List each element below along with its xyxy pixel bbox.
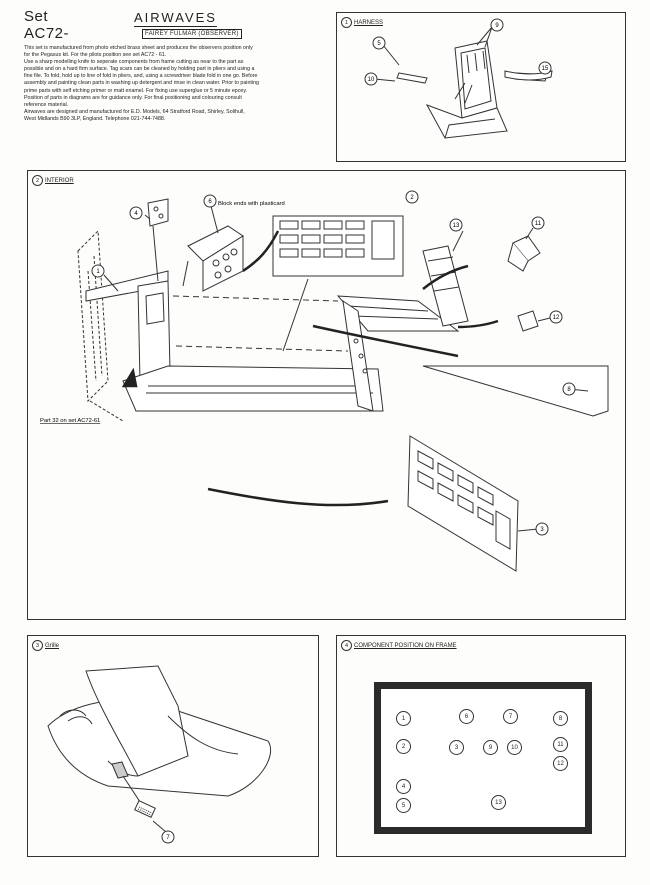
interior-panel: 2 INTERIOR — [27, 170, 626, 620]
frame-part-10: 10 — [507, 740, 522, 755]
intro-line: reference material. — [24, 101, 69, 108]
interior-note: Block ends with plasticard — [218, 201, 285, 207]
set-code: AC72- — [24, 25, 70, 42]
grille-callouts: 7 — [161, 830, 175, 844]
callout-label: 7 — [166, 835, 170, 841]
instructions-text: This set is manufactured from photo etch… — [24, 45, 324, 123]
set-text: Set — [24, 8, 49, 25]
callout-label: 4 — [134, 211, 138, 217]
frame-part-4: 4 — [396, 779, 411, 794]
callout-label: 2 — [410, 195, 414, 201]
harness-callouts: 9 5 10 15 — [364, 18, 552, 86]
frame-part-3: 3 — [449, 740, 464, 755]
interior-panel-title: 2 INTERIOR — [32, 175, 74, 186]
intro-line: Use a sharp modelling knife to seperate … — [24, 59, 244, 66]
panel-label: COMPONENT POSITION ON FRAME — [354, 642, 457, 649]
grille-panel-title: 3 Grille — [32, 640, 59, 651]
interior-callouts: 4 6 2 13 11 1 12 8 3 — [91, 190, 576, 536]
callout-label: 3 — [540, 527, 544, 533]
brand-title: AIRWAVES — [134, 10, 217, 27]
grille-diagram: 7 — [47, 665, 272, 844]
grille-panel: 3 Grille 7 — [27, 635, 319, 857]
intro-line: West Midlands B90 3LP, England. Telephon… — [24, 115, 166, 122]
frame-panel-title: 4 COMPONENT POSITION ON FRAME — [341, 640, 457, 651]
frame-part-9: 9 — [483, 740, 498, 755]
callout-label: 8 — [567, 387, 571, 393]
set-label: Set AC72- — [24, 8, 69, 42]
panel-number: 4 — [341, 640, 352, 651]
frame-part-12: 12 — [553, 756, 568, 771]
panel-number: 1 — [341, 17, 352, 28]
harness-diagram: 9 5 10 15 — [364, 18, 553, 139]
intro-line: fine file. To fold, hold up to line of f… — [24, 73, 258, 80]
callout-label: 12 — [553, 315, 560, 321]
intro-line: Position of parts in diagrams are for gu… — [24, 94, 242, 101]
frame-part-13: 13 — [491, 795, 506, 810]
callout-label: 13 — [453, 223, 460, 229]
frame-part-5: 5 — [396, 798, 411, 813]
callout-label: 10 — [368, 77, 375, 83]
frame-part-2: 2 — [396, 739, 411, 754]
product-subtitle: FAIREY FULMAR (OBSERVER) — [142, 29, 242, 39]
part-reference: Part 32 on set AC72-61 — [40, 418, 100, 424]
panel-label: HARNESS — [354, 19, 384, 26]
harness-panel: 1 HARNESS 9 5 10 — [336, 12, 626, 162]
intro-line: Airwaves are designed and manufactured f… — [24, 108, 245, 115]
panel-label: INTERIOR — [45, 177, 74, 184]
panel-number: 2 — [32, 175, 43, 186]
frame-part-11: 11 — [553, 737, 568, 752]
callout-label: 1 — [96, 269, 100, 275]
callout-label: 15 — [542, 66, 549, 72]
callout-label: 11 — [535, 221, 542, 227]
interior-diagram: Block ends with plasticard Part 32 on se… — [40, 190, 609, 572]
frame-part-8: 8 — [553, 711, 568, 726]
intro-line: assembly and painting clean parts in was… — [24, 80, 259, 87]
intro-line: for the Pegasus kit. For the pilots posi… — [24, 52, 167, 59]
panel-label: Grille — [45, 642, 60, 649]
frame-part-7: 7 — [503, 709, 518, 724]
callout-label: 5 — [377, 41, 381, 47]
intro-line: possible and on a hard firm surface. Tag… — [24, 66, 255, 73]
intro-line: This set is manufactured from photo etch… — [24, 45, 253, 51]
frame-panel: 4 COMPONENT POSITION ON FRAME — [336, 635, 626, 857]
callout-label: 6 — [208, 199, 212, 205]
intro-line: prime parts with self etching primer or … — [24, 87, 248, 94]
frame-part-6: 6 — [459, 709, 474, 724]
harness-panel-title: 1 HARNESS — [341, 17, 383, 28]
component-frame: 1 6 7 8 2 3 9 10 11 12 4 5 13 — [374, 682, 592, 834]
callout-label: 9 — [495, 23, 499, 29]
frame-part-1: 1 — [396, 711, 411, 726]
panel-number: 3 — [32, 640, 43, 651]
